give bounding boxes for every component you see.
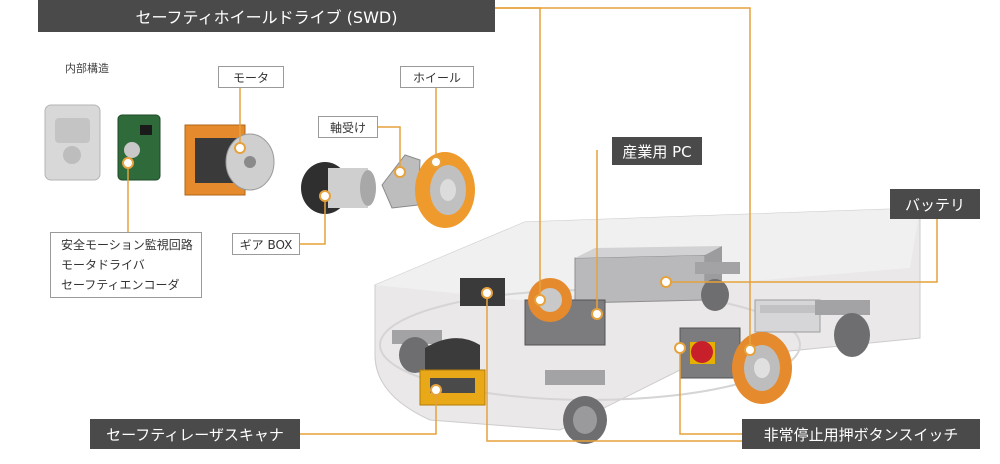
estop-button-unit xyxy=(690,341,715,364)
bearing-part xyxy=(381,154,421,209)
marker-swd-left xyxy=(534,294,546,306)
label-gearbox: ギア BOX xyxy=(232,233,300,255)
leader-markers xyxy=(122,142,756,396)
marker-scanner xyxy=(430,384,442,396)
label-scanner: セーフティレーザスキャナ xyxy=(90,419,300,449)
leader-scanner xyxy=(300,390,437,435)
label-estop: 非常停止用押ボタンスイッチ xyxy=(742,419,980,449)
marker-bearing xyxy=(394,166,406,178)
battery-unit xyxy=(754,299,821,333)
internal-item: 安全モーション監視回路 xyxy=(61,238,193,252)
label-motor: モータ xyxy=(218,66,284,88)
leader-title-right xyxy=(495,7,751,350)
marker-motor xyxy=(234,142,246,154)
marker-wheel xyxy=(430,156,442,168)
label-wheel: ホイール xyxy=(400,66,474,88)
leader-lines xyxy=(127,7,938,442)
internal-items-box: 安全モーション監視回路 モータドライバ セーフティエンコーダ xyxy=(50,232,202,298)
gearbox-part xyxy=(301,162,376,214)
marker-gearbox xyxy=(319,190,331,202)
marker-battery xyxy=(660,276,672,288)
marker-pc xyxy=(591,308,603,320)
label-battery: バッテリ xyxy=(890,189,980,219)
wheel-part xyxy=(415,152,475,228)
title-banner: セーフティホイールドライブ (SWD) xyxy=(38,0,495,32)
marker-control-box xyxy=(481,287,493,299)
circuit-board xyxy=(117,114,161,181)
marker-estop xyxy=(674,342,686,354)
leader-gearbox xyxy=(300,196,326,245)
internal-heading: 内部構造 xyxy=(65,62,109,75)
internal-item: モータドライバ xyxy=(61,258,145,272)
leader-battery xyxy=(666,207,938,283)
label-bearing: 軸受け xyxy=(318,116,378,138)
motor-part xyxy=(184,124,275,196)
swd-unit-left xyxy=(524,278,606,346)
title-text: セーフティホイールドライブ (SWD) xyxy=(135,8,398,27)
laser-scanner-unit xyxy=(419,338,486,406)
internal-item: セーフティエンコーダ xyxy=(61,278,180,292)
leader-estop-b xyxy=(486,293,742,442)
cover-plate xyxy=(44,104,101,181)
label-industrial-pc: 産業用 PC xyxy=(612,137,702,165)
marker-board xyxy=(122,157,134,169)
caster-wheels xyxy=(392,262,870,444)
leader-estop-a xyxy=(679,348,742,435)
marker-swd-right xyxy=(744,344,756,356)
leader-bearing xyxy=(378,126,401,172)
